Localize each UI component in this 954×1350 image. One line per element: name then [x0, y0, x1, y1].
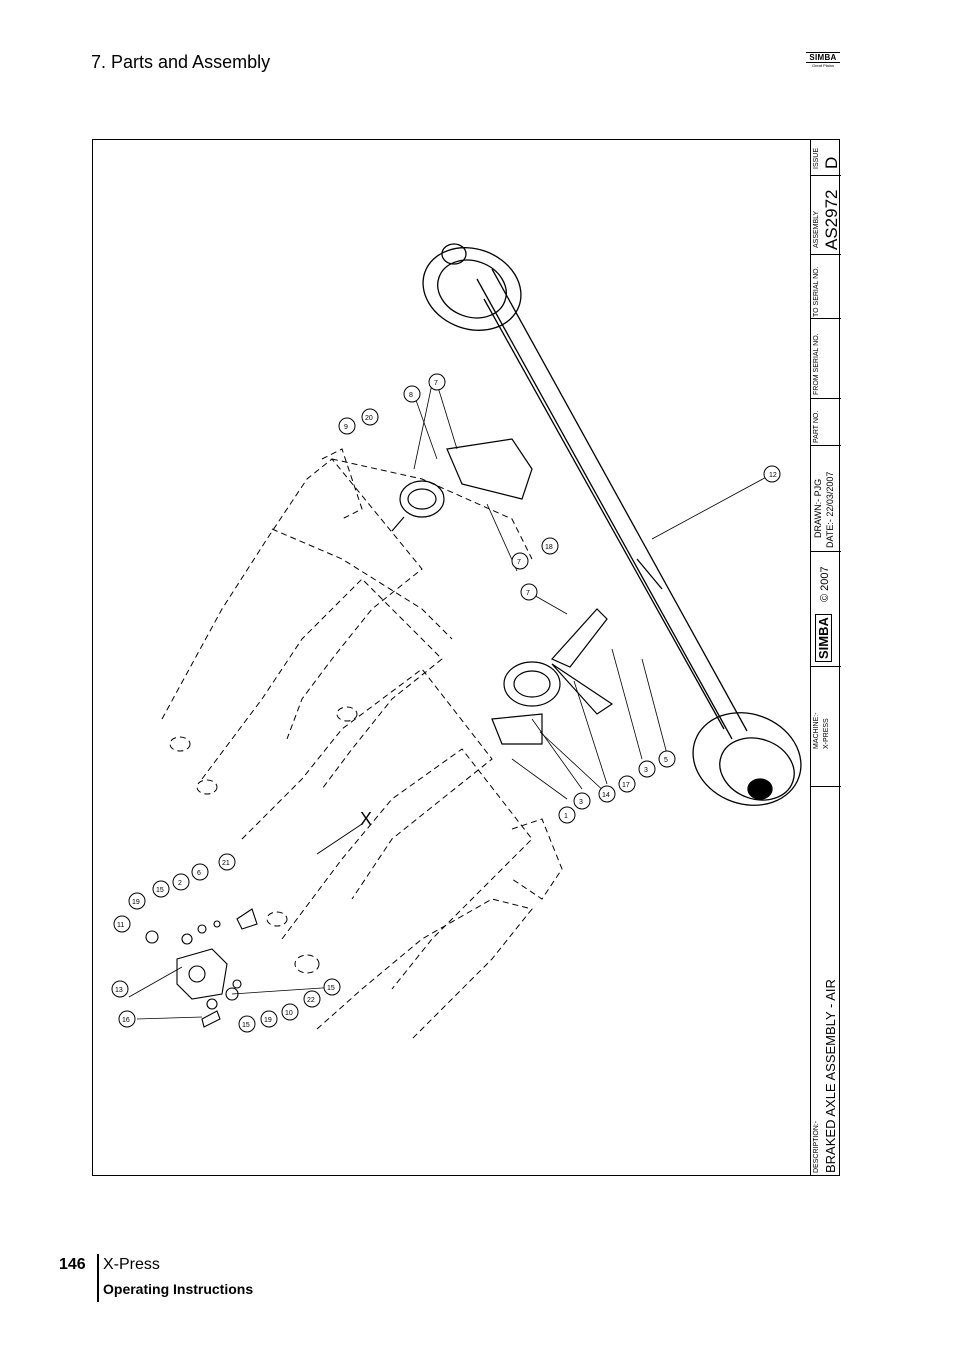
drawing-frame	[92, 139, 840, 1176]
footer-title: X-Press	[103, 1256, 160, 1273]
brake-chamber-upper	[391, 438, 533, 532]
callout-15b: 15	[238, 1015, 256, 1033]
callout-7c: 7	[520, 583, 538, 601]
svg-text:2: 2	[178, 880, 182, 887]
page-number: 146	[59, 1256, 86, 1273]
svg-text:12: 12	[769, 472, 777, 479]
svg-text:11: 11	[117, 922, 124, 929]
brake-chamber-lower	[491, 608, 614, 745]
issue-value: D	[822, 156, 841, 169]
machine-cell: MACHINE:- X-PRESS	[811, 666, 841, 786]
machine-value: X-PRESS	[823, 718, 830, 749]
drawn-date-cell: DRAWN:- PJG DATE:- 22/03/2007	[811, 445, 841, 551]
callout-13: 13	[111, 980, 129, 998]
axle-beam	[476, 268, 748, 740]
footer-subtitle: Operating Instructions	[103, 1281, 254, 1297]
callout-21: 21	[218, 853, 236, 871]
callout-5: 5	[658, 750, 676, 768]
svg-text:15: 15	[156, 887, 164, 894]
machine-label: MACHINE:-	[813, 712, 820, 749]
svg-text:10: 10	[285, 1010, 293, 1017]
callout-9: 9	[338, 417, 356, 435]
title-block: ISSUE D ASSEMBLY AS2972 TO SERIAL NO. FR…	[810, 139, 841, 1176]
title-logo: SIMBA	[815, 614, 832, 662]
callout-22: 22	[303, 990, 321, 1008]
svg-text:1: 1	[564, 813, 568, 820]
callout-8: 8	[403, 385, 421, 403]
svg-text:16: 16	[122, 1017, 130, 1024]
svg-text:20: 20	[365, 415, 373, 422]
svg-text:5: 5	[664, 757, 668, 764]
issue-cell: ISSUE D	[811, 139, 841, 175]
svg-text:17: 17	[622, 782, 630, 789]
svg-text:21: 21	[222, 860, 230, 867]
valve-cluster	[145, 908, 258, 1028]
footer-divider	[97, 1254, 99, 1302]
svg-text:6: 6	[197, 870, 201, 877]
callout-19b: 19	[260, 1010, 278, 1028]
to-serial-cell: TO SERIAL NO.	[811, 254, 841, 318]
chassis-frame	[161, 448, 563, 1040]
svg-text:7: 7	[517, 559, 521, 566]
to-serial-label: TO SERIAL NO.	[813, 266, 820, 317]
callout-1: 1	[558, 806, 576, 824]
callout-20: 20	[361, 408, 379, 426]
leader-lines	[128, 383, 773, 1020]
assembly-label: ASSEMBLY	[813, 210, 820, 248]
assembly-cell: ASSEMBLY AS2972	[811, 175, 841, 254]
callout-15a: 15	[152, 880, 170, 898]
callout-19a: 19	[128, 892, 146, 910]
callout-16: 16	[118, 1010, 136, 1028]
assembly-value: AS2972	[822, 189, 841, 251]
logo-brand: SIMBA	[806, 52, 840, 63]
logo-subtext: Great Plains	[811, 63, 834, 68]
part-no-cell: PART NO.	[811, 398, 841, 445]
callout-11: 11	[113, 915, 131, 933]
callout-6: 6	[191, 863, 209, 881]
svg-text:7: 7	[526, 590, 530, 597]
svg-text:7: 7	[434, 380, 438, 387]
top-hub	[422, 243, 522, 331]
copyright-text: © 2007	[819, 566, 831, 602]
drawn-label: DRAWN:- PJG	[813, 478, 823, 538]
copyright-cell: © 2007 SIMBA	[811, 551, 841, 666]
svg-text:3: 3	[644, 767, 648, 774]
svg-text:13: 13	[115, 987, 123, 994]
svg-text:19: 19	[264, 1017, 272, 1024]
callout-18: 18	[541, 537, 559, 555]
svg-text:22: 22	[307, 997, 315, 1004]
callout-12: 12	[763, 465, 781, 483]
part-no-label: PART NO.	[813, 410, 820, 443]
callout-15c: 15	[323, 978, 341, 996]
date-label: DATE:- 22/03/2007	[825, 471, 835, 548]
bottom-hub	[692, 712, 802, 806]
callout-10: 10	[281, 1003, 299, 1021]
callout-14: 14	[598, 785, 616, 803]
svg-text:9: 9	[344, 424, 348, 431]
svg-text:3: 3	[579, 799, 583, 806]
section-title: 7. Parts and Assembly	[91, 52, 271, 72]
from-serial-label: FROM SERIAL NO.	[813, 333, 820, 395]
description-label: DESCRIPTION:-	[813, 1120, 820, 1173]
svg-text:8: 8	[409, 392, 413, 399]
callout-3a: 3	[638, 760, 656, 778]
simba-logo: SIMBA Great Plains	[806, 52, 840, 74]
svg-text:18: 18	[545, 544, 553, 551]
description-value: BRAKED AXLE ASSEMBLY - AIR	[823, 979, 838, 1173]
svg-text:15: 15	[242, 1022, 250, 1029]
svg-text:15: 15	[327, 985, 335, 992]
callout-7b: 7	[511, 552, 529, 570]
svg-text:14: 14	[602, 792, 610, 799]
callout-17: 17	[618, 775, 636, 793]
issue-label: ISSUE	[813, 147, 820, 169]
from-serial-cell: FROM SERIAL NO.	[811, 318, 841, 398]
view-marker-label: X	[360, 809, 372, 829]
callout-3b: 3	[573, 792, 591, 810]
view-marker-x	[316, 823, 363, 855]
assembly-drawing: X 12 7 8 20 9 7 18 7 5 3 17	[111, 243, 802, 1040]
svg-text:19: 19	[132, 899, 140, 906]
callout-2: 2	[172, 873, 190, 891]
callout-7a: 7	[428, 373, 446, 391]
description-cell: DESCRIPTION:- BRAKED AXLE ASSEMBLY - AIR	[811, 786, 841, 1176]
